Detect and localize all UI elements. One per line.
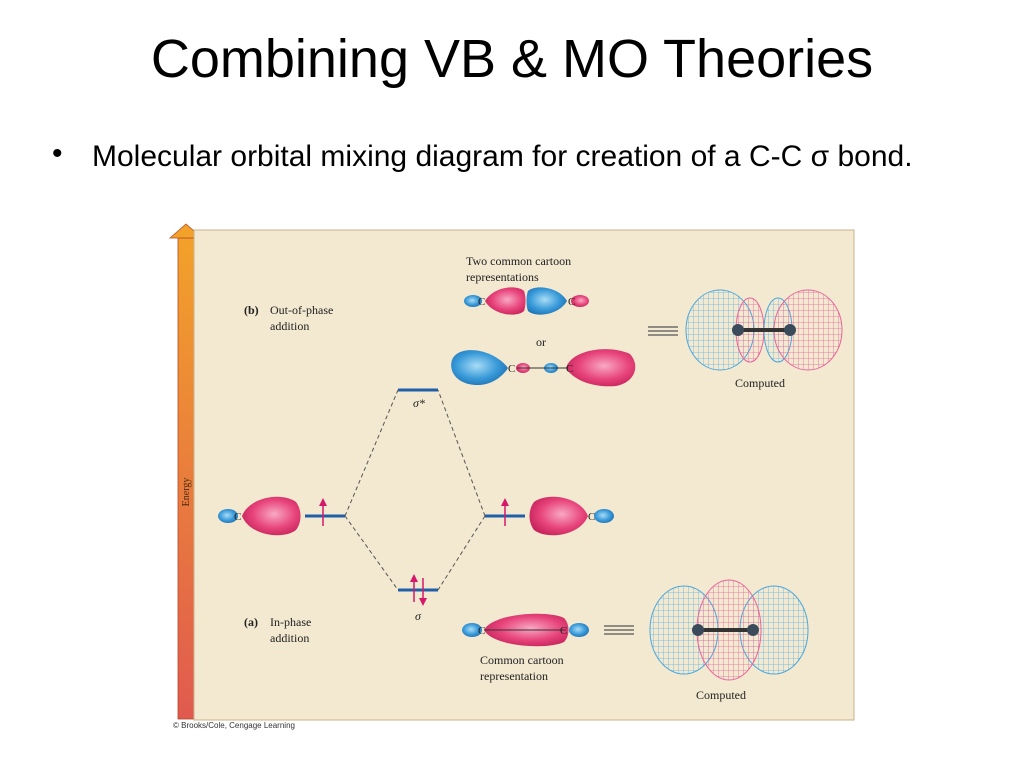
part-b-line1: Out-of-phase <box>270 303 333 317</box>
or-label: or <box>536 335 546 349</box>
atomic-orbital-level-right <box>485 498 525 526</box>
atom-label: C <box>478 296 485 308</box>
sigma-star-label: σ* <box>413 396 425 410</box>
right-carbon-orbital <box>529 496 614 536</box>
atom-label: C <box>588 511 595 523</box>
atom-label: C <box>566 363 573 375</box>
atom-label: C <box>478 625 485 637</box>
bullet-marker: • <box>52 137 63 170</box>
mo-diagram-figure: Energy (b) Out-of-phase addition (a) In-… <box>168 223 855 721</box>
part-a-line2: addition <box>270 631 309 645</box>
sigma-star-cartoon-1 <box>464 287 589 315</box>
computed-sigma-surface <box>649 579 809 681</box>
computed-label: Computed <box>735 376 785 390</box>
equivalence-sign <box>604 625 634 635</box>
part-b-line2: addition <box>270 319 309 333</box>
atomic-orbital-level-left <box>305 498 345 526</box>
atom-label: C <box>560 625 567 637</box>
part-b-letter: (b) <box>244 303 259 317</box>
part-a-letter: (a) <box>244 615 258 629</box>
atom-label: C <box>234 511 241 523</box>
correlation-lines <box>344 389 486 591</box>
common-cartoon-line1: Common cartoon <box>480 653 564 667</box>
energy-axis-label: Energy <box>181 478 192 507</box>
part-a-line1: In-phase <box>270 615 311 629</box>
computed-sigma-star-surface <box>685 289 843 371</box>
two-cartoon-line2: representations <box>466 270 539 284</box>
sigma-level <box>398 574 438 606</box>
atom-label: C <box>508 363 515 375</box>
sigma-label: σ <box>415 609 422 623</box>
copyright-credit: © Brooks/Cole, Cengage Learning <box>173 721 295 730</box>
bullet-text: Molecular orbital mixing diagram for cre… <box>92 140 913 173</box>
computed-label: Computed <box>696 688 746 702</box>
sigma-cartoon <box>462 613 589 647</box>
sigma-star-cartoon-2 <box>451 349 636 387</box>
equivalence-sign <box>648 326 678 336</box>
slide-title: Combining VB & MO Theories <box>150 29 874 89</box>
common-cartoon-line2: representation <box>480 669 548 683</box>
left-carbon-orbital <box>218 496 301 536</box>
two-cartoon-line1: Two common cartoon <box>466 254 571 268</box>
atom-label: C <box>568 296 575 308</box>
